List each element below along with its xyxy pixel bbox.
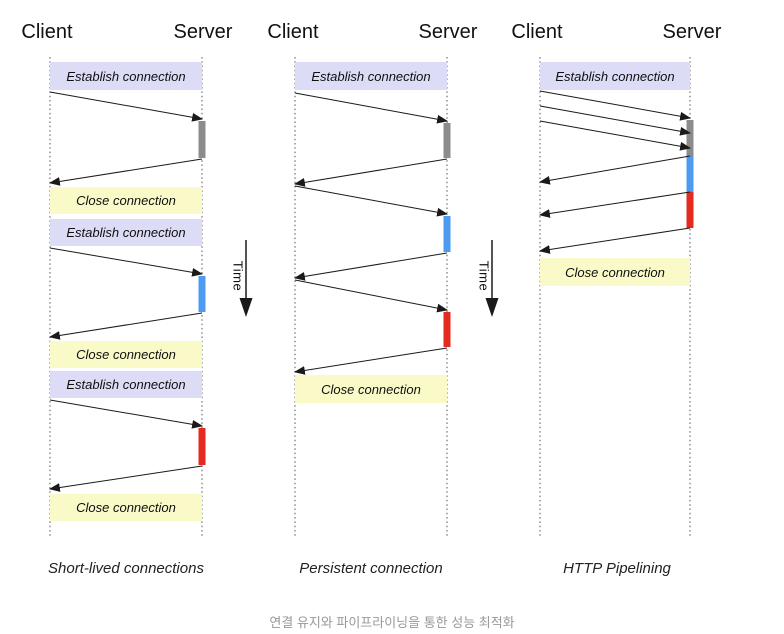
column-title: Short-lived connections — [48, 560, 204, 577]
client-label: Client — [21, 21, 73, 43]
server-processing-bar-gray — [443, 123, 451, 158]
time-arrow-head — [485, 298, 499, 317]
time-arrow: Time — [231, 240, 253, 317]
response-arrow — [293, 347, 448, 375]
request-arrow — [49, 247, 204, 277]
client-label: Client — [511, 21, 563, 43]
close-band-label: Close connection — [565, 265, 665, 280]
establish-band — [50, 219, 202, 246]
request-arrow — [539, 105, 692, 136]
response-arrow — [538, 155, 691, 185]
establish-band-label: Establish connection — [66, 377, 185, 392]
time-label: Time — [231, 261, 246, 291]
close-band — [540, 258, 690, 286]
column-short-lived: Client Server Establish connection Close… — [21, 21, 232, 577]
establish-band — [50, 62, 202, 90]
close-band — [50, 187, 202, 214]
close-band-label: Close connection — [76, 193, 176, 208]
request-arrow — [49, 91, 204, 122]
request-arrow — [49, 399, 204, 429]
establish-band — [50, 371, 202, 398]
establish-band-label: Establish connection — [66, 69, 185, 84]
establish-band-label: Establish connection — [66, 225, 185, 240]
request-arrow — [294, 92, 449, 124]
response-arrow — [48, 158, 203, 186]
close-band-label: Close connection — [76, 347, 176, 362]
request-arrow — [539, 120, 692, 151]
close-band — [50, 341, 202, 368]
server-label: Server — [174, 21, 233, 43]
response-arrow — [48, 312, 203, 340]
close-band-label: Close connection — [76, 500, 176, 515]
time-arrow-head — [239, 298, 253, 317]
establish-band — [295, 62, 447, 90]
server-processing-bar-red — [686, 192, 694, 228]
server-processing-bar-gray — [198, 121, 206, 158]
server-processing-bar-red — [443, 312, 451, 347]
column-pipelining: Client Server Establish connection Close… — [511, 21, 721, 577]
response-arrow — [538, 191, 691, 218]
close-band — [50, 494, 202, 521]
server-processing-bar-blue — [443, 216, 451, 252]
column-title: HTTP Pipelining — [563, 560, 671, 577]
time-arrow: Time — [477, 240, 499, 317]
establish-band-label: Establish connection — [555, 69, 674, 84]
response-arrow — [293, 252, 448, 281]
server-processing-bar-red — [198, 428, 206, 465]
server-processing-bar-gray — [686, 120, 694, 156]
server-processing-bar-blue — [198, 276, 206, 312]
server-processing-bar-blue — [686, 156, 694, 192]
response-arrow — [538, 227, 691, 254]
response-arrow — [293, 158, 448, 187]
request-arrow — [294, 185, 449, 217]
close-band-label: Close connection — [321, 382, 421, 397]
figure-caption: 연결 유지와 파이프라이닝을 통한 성능 최적화 — [269, 615, 514, 630]
establish-band — [540, 62, 690, 90]
time-label: Time — [477, 261, 492, 291]
column-title: Persistent connection — [299, 560, 442, 577]
request-arrow — [294, 279, 449, 313]
request-arrow — [539, 90, 692, 121]
column-persistent: Client Server Establish connection Close… — [267, 21, 477, 577]
client-label: Client — [267, 21, 319, 43]
establish-band-label: Establish connection — [311, 69, 430, 84]
response-arrow — [48, 465, 203, 492]
server-label: Server — [419, 21, 478, 43]
close-band — [295, 375, 447, 403]
server-label: Server — [663, 21, 722, 43]
